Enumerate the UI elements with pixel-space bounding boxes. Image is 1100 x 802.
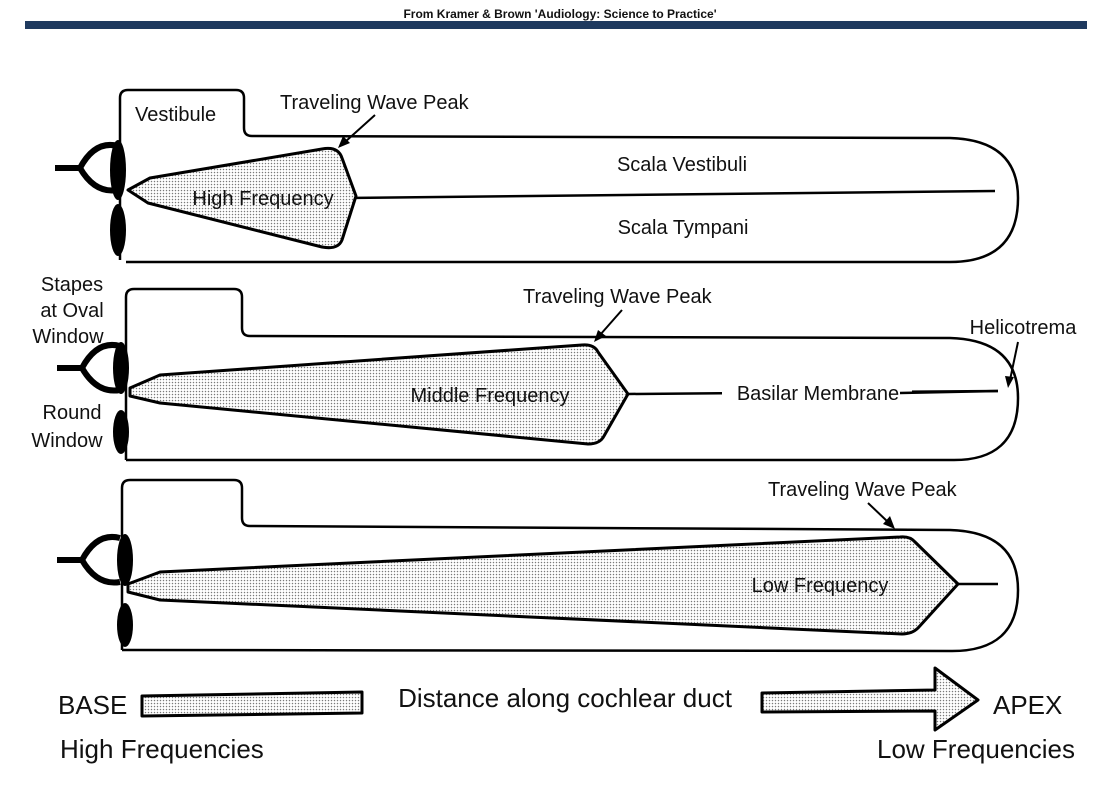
arrow-head-icon <box>883 516 895 529</box>
peak-arrow-icon <box>599 309 623 336</box>
traveling-wave-envelope <box>126 146 358 250</box>
panel-high-frequency: Vestibule Traveling Wave Peak High Frequ… <box>55 88 1020 264</box>
base-label: BASE <box>58 690 127 720</box>
cochlea-outline <box>118 88 1020 264</box>
peak-label: Traveling Wave Peak <box>523 286 713 308</box>
scala-vestibuli-label: Scala Vestibuli <box>617 154 747 176</box>
cochlea-outline <box>120 478 1020 653</box>
apex-arrow-icon <box>760 666 980 732</box>
arrow-head-icon <box>594 330 606 342</box>
oval-window-membrane-icon <box>110 140 126 200</box>
round-window-membrane-icon <box>110 204 126 256</box>
arrow-head-icon <box>1005 376 1014 388</box>
traveling-wave-envelope <box>126 535 960 636</box>
peak-arrow-icon <box>867 502 889 523</box>
stapes-icon <box>57 342 121 394</box>
distance-axis: BASE Distance along cochlear duct APEX H… <box>58 666 1075 764</box>
round-window-label-line: Window <box>31 430 103 452</box>
oval-window-membrane-icon <box>113 342 129 394</box>
round-window-label-line: Round <box>43 402 102 424</box>
wave-label: Middle Frequency <box>411 385 570 407</box>
helicotrema-label: Helicotrema <box>970 317 1078 339</box>
label-backdrop <box>722 380 912 404</box>
oval-window-membrane-icon <box>117 534 133 586</box>
helicotrema-arrow-icon <box>1009 341 1019 381</box>
round-window-membrane-icon <box>117 603 133 647</box>
stapes-icon <box>57 534 121 586</box>
round-window-label: Round Window <box>31 402 103 452</box>
arrow-head-icon <box>338 136 350 148</box>
peak-label: Traveling Wave Peak <box>768 479 958 501</box>
distance-label: Distance along cochlear duct <box>398 683 733 713</box>
traveling-wave-envelope <box>128 343 630 446</box>
cochlea-outline <box>124 287 1020 462</box>
round-window-membrane-icon <box>113 410 129 454</box>
stapes-icon <box>55 142 119 194</box>
low-frequencies-label: Low Frequencies <box>877 734 1075 764</box>
membrane-tail <box>899 389 999 395</box>
stapes-label-line: at Oval <box>40 300 103 322</box>
apex-label: APEX <box>993 690 1062 720</box>
panel-low-frequency: Traveling Wave Peak Low Frequency <box>57 478 1020 653</box>
source-citation: From Kramer & Brown 'Audiology: Science … <box>403 7 716 21</box>
basilar-membrane-label: Basilar Membrane <box>737 383 899 405</box>
wave-label: High Frequency <box>192 188 333 210</box>
wave-label: Low Frequency <box>752 575 889 597</box>
base-taper-bar <box>140 690 364 718</box>
panel-middle-frequency: Traveling Wave Peak Middle Frequency Bas… <box>57 286 1078 462</box>
stapes-label-line: Window <box>32 326 104 348</box>
stapes-label-line: Stapes <box>41 274 103 296</box>
vestibule-label: Vestibule <box>135 104 216 126</box>
basilar-membrane <box>344 189 996 200</box>
high-frequencies-label: High Frequencies <box>60 734 264 764</box>
stapes-label: Stapes at Oval Window <box>32 274 104 348</box>
scala-tympani-label: Scala Tympani <box>618 217 749 239</box>
peak-label: Traveling Wave Peak <box>280 92 470 114</box>
header-bar <box>25 21 1087 29</box>
peak-arrow-icon <box>344 114 376 143</box>
